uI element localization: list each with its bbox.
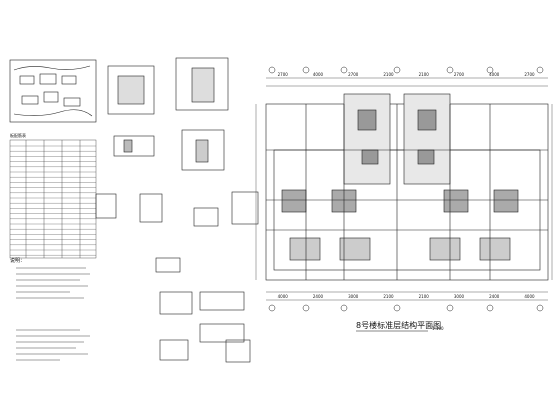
dimension-label: 2700 bbox=[454, 72, 465, 77]
dimension-label: 2100 bbox=[419, 294, 430, 299]
dimension-label: 2100 bbox=[419, 72, 430, 77]
axis-bubbles bbox=[268, 66, 544, 312]
dimension-label: 2700 bbox=[348, 72, 359, 77]
dimension-label: 2400 bbox=[489, 294, 500, 299]
table-rows bbox=[10, 145, 96, 256]
site-plan-thumbnail bbox=[9, 59, 97, 123]
detail-sections bbox=[95, 57, 259, 363]
drawing-title: 8号楼标准层结构平面图 bbox=[356, 320, 441, 330]
notes-title: 说明： bbox=[10, 257, 25, 264]
dimension-lines bbox=[255, 77, 553, 301]
dimension-label: 2700 bbox=[278, 72, 289, 77]
dimension-label: 4000 bbox=[313, 72, 324, 77]
dimension-label: 2400 bbox=[313, 294, 324, 299]
table-title: 板配筋表 bbox=[10, 132, 26, 138]
structural-plan bbox=[265, 93, 549, 281]
dimension-label: 2100 bbox=[383, 72, 394, 77]
dimension-label: 3000 bbox=[454, 294, 465, 299]
reinforcement-table bbox=[9, 139, 97, 259]
dimension-label: 4000 bbox=[524, 294, 535, 299]
dimension-bottom-labels: 4000 2400 3000 2100 2100 3000 2400 4000 bbox=[278, 294, 535, 299]
dimension-label: 2100 bbox=[383, 294, 394, 299]
notes-block bbox=[16, 267, 90, 361]
dimension-label: 4000 bbox=[489, 72, 500, 77]
dimension-label: 2700 bbox=[524, 72, 535, 77]
dimension-label: 3000 bbox=[348, 294, 359, 299]
dimension-top-labels: 2700 4000 2700 2100 2100 2700 4000 2700 bbox=[278, 72, 535, 77]
drawing-scale: 1:100 bbox=[432, 326, 444, 331]
dimension-label: 4000 bbox=[278, 294, 289, 299]
